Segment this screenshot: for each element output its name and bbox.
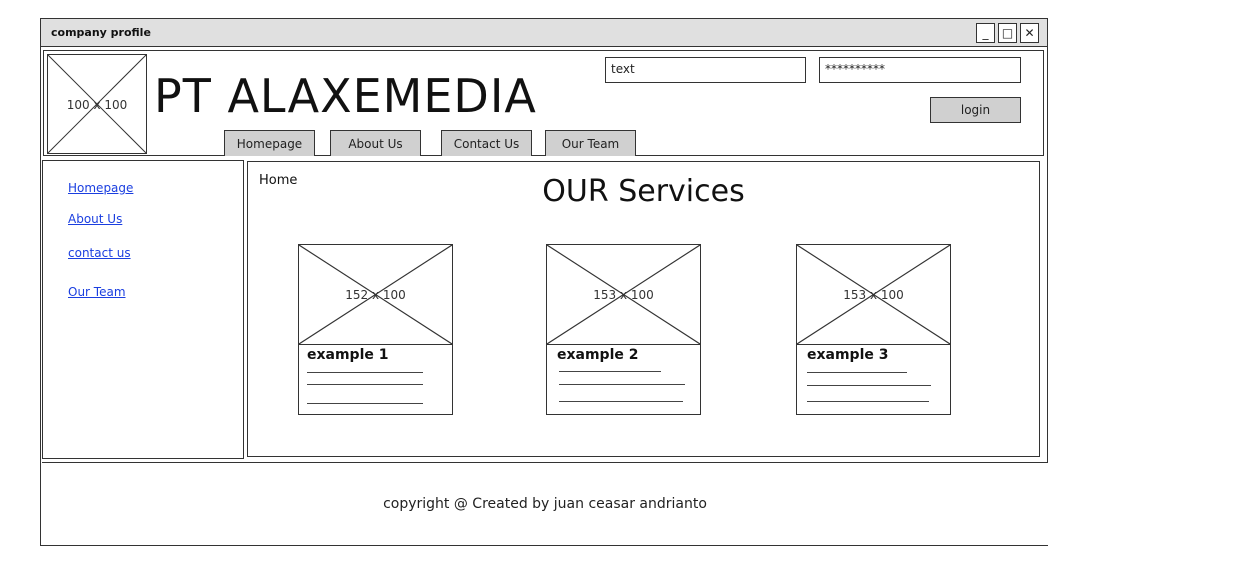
copyright-text: copyright @ Created by juan ceasar andri… xyxy=(383,496,707,512)
login-button[interactable]: login xyxy=(930,97,1021,123)
text-line-placeholder xyxy=(559,401,683,402)
card-image-size-label: 153 x 100 xyxy=(593,288,654,302)
image-placeholder-icon xyxy=(797,245,950,344)
text-line-placeholder xyxy=(807,401,929,402)
sidebar-item-contact-us[interactable]: contact us xyxy=(68,246,131,260)
text-line-placeholder xyxy=(307,384,423,385)
breadcrumb[interactable]: Home xyxy=(259,173,298,188)
image-placeholder-icon xyxy=(299,245,452,344)
service-card[interactable]: 153 x 100 example 2 xyxy=(546,244,701,415)
sidebar-item-our-team[interactable]: Our Team xyxy=(68,285,126,299)
page-title: OUR Services xyxy=(542,174,745,209)
window-title: company profile xyxy=(51,26,151,39)
main-content: Home OUR Services 152 x 100 example 1 xyxy=(247,161,1040,457)
maximize-icon: □ xyxy=(1001,26,1014,40)
close-icon: ✕ xyxy=(1024,26,1035,40)
text-line-placeholder xyxy=(307,372,423,373)
tab-our-team[interactable]: Our Team xyxy=(545,130,636,156)
sidebar-item-about-us[interactable]: About Us xyxy=(68,212,123,226)
title-bar: company profile _ □ ✕ xyxy=(41,19,1047,47)
image-placeholder-icon xyxy=(48,55,146,153)
minimize-icon: _ xyxy=(982,26,989,40)
card-image-placeholder: 152 x 100 xyxy=(299,245,452,345)
card-title: example 1 xyxy=(307,347,389,363)
sidebar: Homepage About Us contact us Our Team xyxy=(42,160,244,459)
text-line-placeholder xyxy=(559,384,685,385)
sidebar-item-homepage[interactable]: Homepage xyxy=(68,181,134,195)
card-image-size-label: 153 x 100 xyxy=(843,288,904,302)
card-image-placeholder: 153 x 100 xyxy=(797,245,950,345)
service-card[interactable]: 152 x 100 example 1 xyxy=(298,244,453,415)
service-card[interactable]: 153 x 100 example 3 xyxy=(796,244,951,415)
close-button[interactable]: ✕ xyxy=(1020,23,1039,43)
maximize-button[interactable]: □ xyxy=(998,23,1017,43)
text-line-placeholder xyxy=(559,371,661,372)
image-placeholder-icon xyxy=(547,245,700,344)
card-title: example 3 xyxy=(807,347,889,363)
app-window: company profile _ □ ✕ 100 x 100 PT ALAXE… xyxy=(40,18,1048,546)
brand-title: PT ALAXEMEDIA xyxy=(154,69,537,123)
footer: copyright @ Created by juan ceasar andri… xyxy=(42,462,1048,545)
logo-placeholder: 100 x 100 xyxy=(47,54,147,154)
text-line-placeholder xyxy=(807,372,907,373)
minimize-button[interactable]: _ xyxy=(976,23,995,43)
card-image-size-label: 152 x 100 xyxy=(345,288,406,302)
text-line-placeholder xyxy=(807,385,931,386)
card-image-placeholder: 153 x 100 xyxy=(547,245,700,345)
logo-size-label: 100 x 100 xyxy=(66,98,128,112)
tab-contact-us[interactable]: Contact Us xyxy=(441,130,532,156)
header: 100 x 100 PT ALAXEMEDIA text ********** … xyxy=(43,50,1044,156)
password-input[interactable]: ********** xyxy=(819,57,1021,83)
tab-homepage[interactable]: Homepage xyxy=(224,130,315,156)
tab-about-us[interactable]: About Us xyxy=(330,130,421,156)
card-title: example 2 xyxy=(557,347,639,363)
username-input[interactable]: text xyxy=(605,57,806,83)
text-line-placeholder xyxy=(307,403,423,404)
